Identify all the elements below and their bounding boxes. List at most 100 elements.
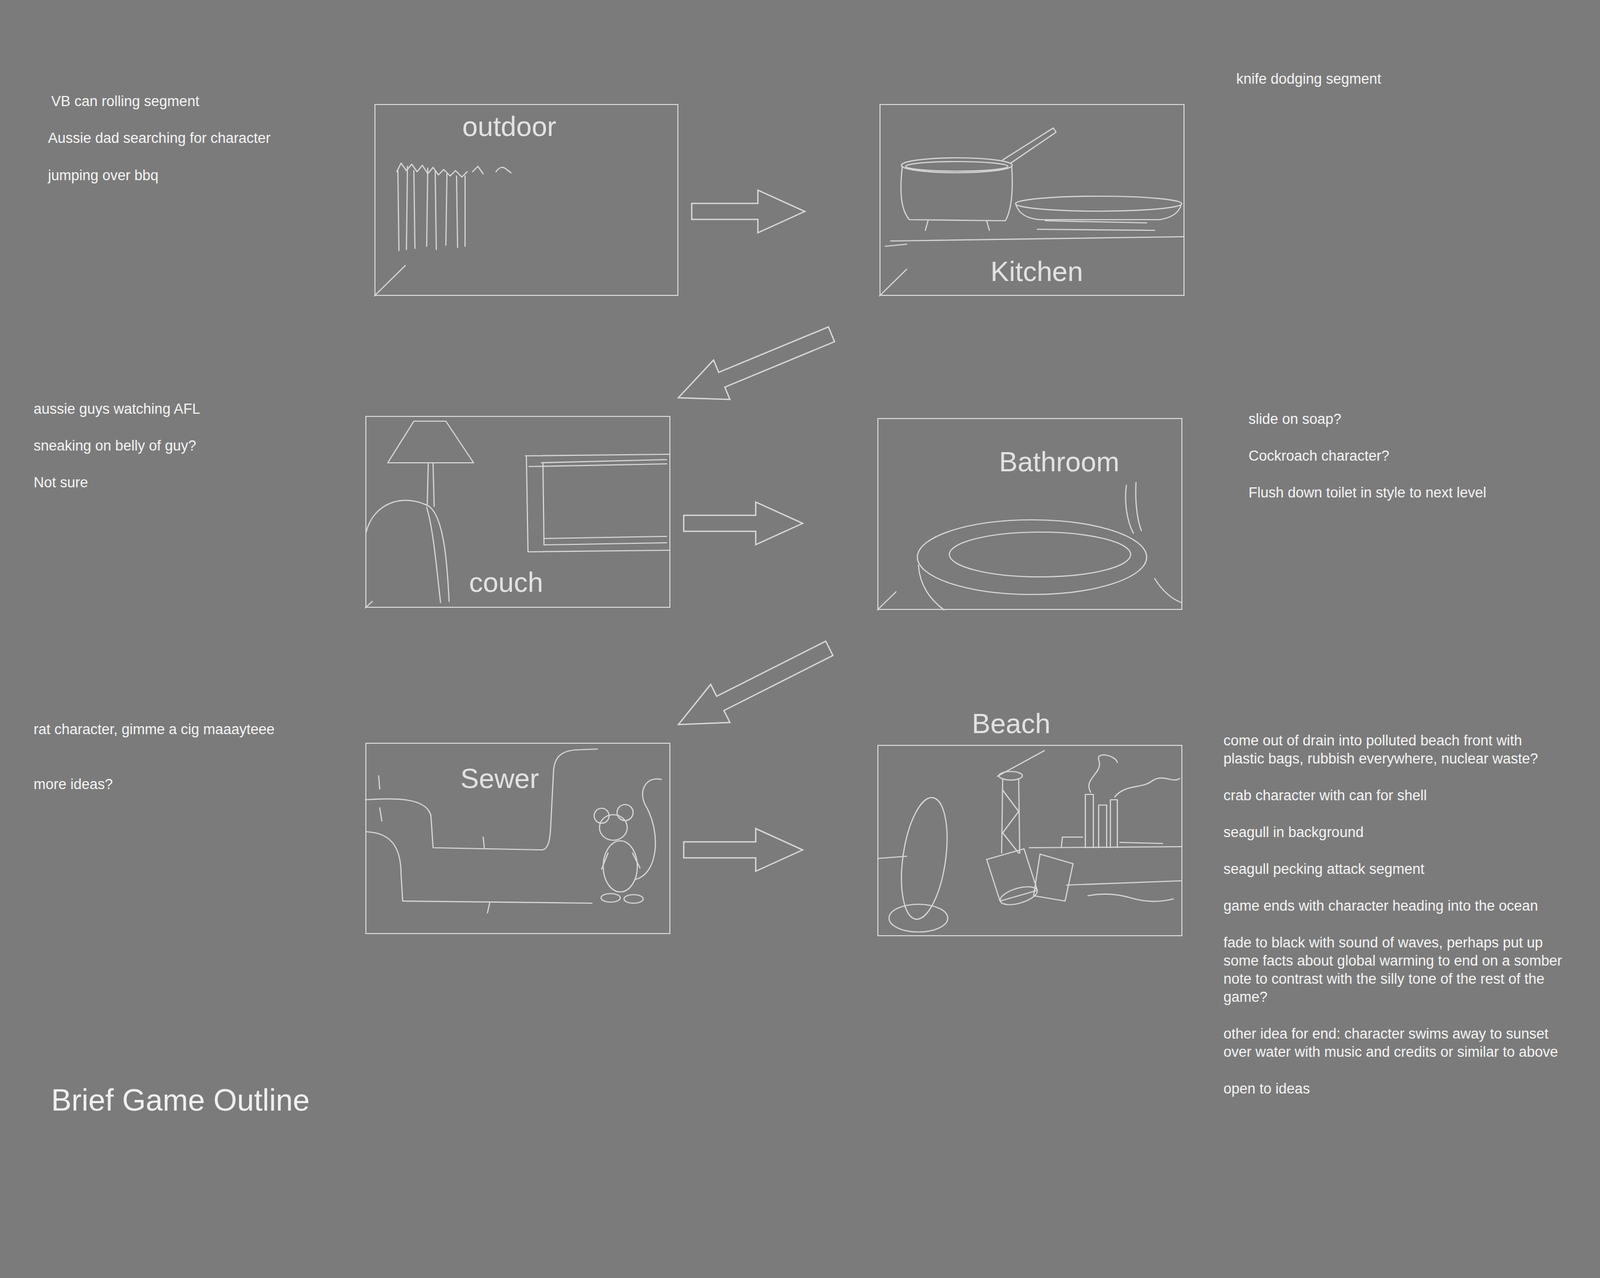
rat-head [599,814,628,841]
block-arrow [691,190,805,234]
tunnel-edge [365,749,598,851]
toilet-tank [1125,482,1142,534]
note-text: VB can rolling segment [51,92,200,111]
title-slot: Brief Game Outline [51,1082,310,1118]
barrel [986,849,1038,902]
note-text: slide on soap? [1248,410,1342,429]
note-slot: sneaking on belly of guy? [33,436,197,455]
tunnel-stub [378,776,490,914]
toilet-bowl [918,565,944,611]
note-text: other idea for end: character swims away… [1223,1025,1565,1062]
note-text: rat character, gimme a cig maaayteee [33,720,275,739]
rat-ear [617,804,634,821]
fence-line [397,166,466,251]
rat-body [603,841,638,893]
pan-rim [1015,196,1182,212]
crane-top [998,771,1023,781]
block-arrow [678,641,834,725]
note-text: Aussie dad searching for character [48,129,271,148]
couch-arm [365,500,450,602]
lamp-pole [427,462,435,507]
panel-label: Sewer [460,762,539,796]
note-text: aussie guys watching AFL [33,400,200,419]
note-slot: VB can rolling segment [51,92,200,111]
note-text: seagull pecking attack segment [1223,860,1565,879]
shore-line [1066,881,1182,902]
block-arrow [678,326,835,400]
fence-sketch [374,163,511,296]
note-slot: Not sure [33,473,88,492]
counter-line [885,236,1184,247]
outline-title: Brief Game Outline [51,1082,310,1118]
note-text: game ends with character heading into th… [1223,897,1565,916]
tv-frame [525,454,670,552]
note-slot: jumping over bbq [48,166,159,185]
note-text: crab character with can for shell [1223,786,1565,805]
pot-handle [1002,128,1056,164]
note-slot: rat character, gimme a cig maaayteee [33,720,275,739]
note-slot: slide on soap? [1248,410,1342,429]
crane [997,750,1045,854]
lamp-shade [387,421,474,463]
smoke [1089,755,1180,798]
toilet-seat [917,520,1147,595]
rubbish [889,904,948,933]
tunnel-edge [366,832,592,904]
rat-arm [601,853,640,870]
storyboard-panel: Kitchen [879,104,1185,296]
note-text: come out of drain into polluted beach fr… [1223,731,1565,768]
pot-rim [901,157,1013,173]
note-text: fade to black with sound of waves, perha… [1223,933,1565,1007]
note-slot: aussie guys watching AFL [33,400,200,419]
burner [925,220,990,231]
toilet-seat [949,532,1131,578]
couch-arm [426,507,441,603]
block-arrow [683,502,803,546]
pot-rim [905,161,1008,172]
toilet-side [1154,578,1182,603]
rat-foot [624,894,644,904]
rat-ear [594,808,610,824]
storyboard-panel: Bathroom [877,418,1183,611]
note-text: more ideas? [33,775,114,794]
storyboard-panel: Beach [877,745,1183,937]
note-slot: knife dodging segment [1236,69,1382,88]
storyboard-panel: couch [365,416,671,608]
rat-tail [634,779,662,880]
sewer-sketch [365,749,662,914]
perspective-line [374,265,406,296]
note-text: seagull in background [1223,823,1565,842]
storyboard-panel: Sewer [365,742,671,935]
note-slot: more ideas? [33,775,114,794]
note-slot: Aussie dad searching for character [48,129,271,148]
panel-label: Bathroom [998,445,1119,479]
note-slot: Flush down toilet in style to next level [1248,483,1487,502]
notes-column: come out of drain into polluted beach fr… [1223,731,1565,1117]
perspective-line [877,592,896,611]
pot-body [900,166,1013,221]
note-text: jumping over bbq [48,166,159,185]
toilet-sketch [877,482,1182,611]
perspective-line [879,269,907,296]
storyboard-panel: outdoor [374,104,679,296]
surfboard [894,795,954,923]
note-text: Flush down toilet in style to next level [1248,483,1487,502]
panel-label: Beach [971,707,1051,741]
note-text: knife dodging segment [1236,69,1382,88]
note-text: sneaking on belly of guy? [33,436,197,455]
panel-label: couch [469,565,544,599]
ship [1061,837,1163,847]
rat-foot [601,893,621,903]
note-text: Cockroach character? [1248,446,1390,466]
note-slot: Cockroach character? [1248,446,1390,466]
panel-label: outdoor [462,109,557,143]
burner [1037,220,1155,231]
pan-body [1016,204,1181,220]
panel-label: Kitchen [990,254,1083,288]
factory [1085,794,1118,848]
block-arrow [683,828,803,872]
note-text: open to ideas [1223,1080,1565,1099]
beach-sketch [878,750,1182,933]
fence-top [472,166,511,174]
